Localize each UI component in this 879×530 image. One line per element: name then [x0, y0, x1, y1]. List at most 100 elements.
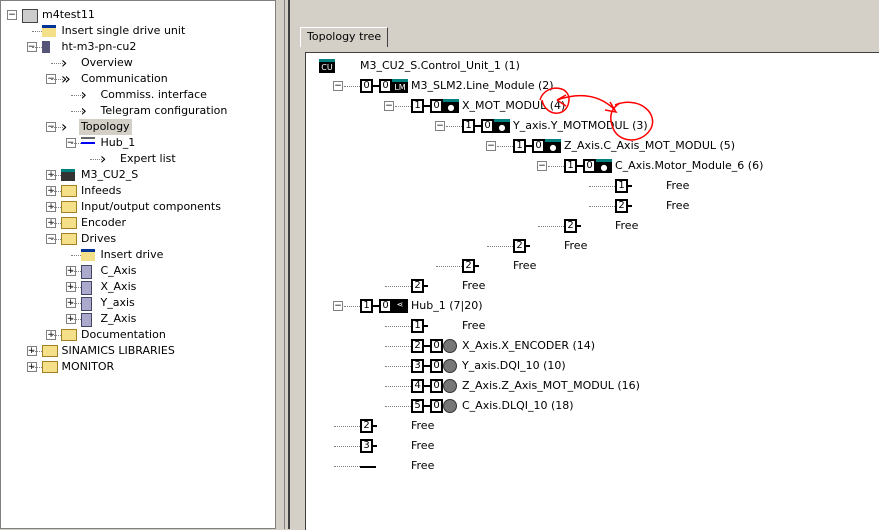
- tree-item-communication[interactable]: −»Communication: [1, 71, 271, 87]
- encoder-icon: [443, 339, 457, 353]
- tab-topology-tree[interactable]: Topology tree: [300, 27, 389, 47]
- tree-connector: [548, 166, 564, 167]
- collapse-icon[interactable]: −: [333, 81, 343, 91]
- port-number: 2: [360, 419, 373, 433]
- port-group: 1: [615, 179, 632, 193]
- port-link-icon: [424, 365, 430, 367]
- collapse-icon[interactable]: −: [7, 10, 17, 20]
- motor-module-icon: ●: [494, 119, 510, 133]
- tree-item-insert-single-drive-unit[interactable]: Insert single drive unit: [1, 23, 271, 39]
- tree-item-label: Telegram configuration: [100, 104, 228, 117]
- insert-icon: [80, 249, 95, 261]
- port-link-icon: [526, 145, 532, 147]
- tree-item-encoder[interactable]: +Encoder: [1, 215, 271, 231]
- tree-connector: [70, 255, 83, 256]
- port-link-icon: [373, 85, 379, 87]
- tree-item-monitor[interactable]: +MONITOR: [1, 359, 271, 375]
- port-number: 0: [430, 359, 443, 373]
- axis-icon: [80, 281, 92, 295]
- tree-item-overview[interactable]: › Overview: [1, 55, 271, 71]
- port-number: 0: [532, 139, 545, 153]
- port-link-icon: [424, 105, 430, 107]
- tree-item-m3-cu2-s[interactable]: +M3_CU2_S: [1, 167, 271, 183]
- tree-item-label: Encoder: [81, 216, 126, 229]
- tree-item-input-output-components[interactable]: +Input/output components: [1, 199, 271, 215]
- tree-item-commiss-interface[interactable]: ›Commiss. interface: [1, 87, 271, 103]
- tree-item-ht-m3-pn-cu2[interactable]: −ht-m3-pn-cu2: [1, 39, 271, 55]
- tree-connector: [31, 351, 44, 352]
- tree-item-telegram-configuration[interactable]: ›Telegram configuration: [1, 103, 271, 119]
- tree-item-topology[interactable]: −›Topology: [1, 119, 271, 135]
- tree-item-sinamics-libraries[interactable]: +SINAMICS LIBRARIES: [1, 343, 271, 359]
- port-stub-icon: [628, 185, 632, 187]
- collapse-icon[interactable]: −: [537, 161, 547, 171]
- tree-item-label: M3_CU2_S: [81, 168, 139, 181]
- port-number: 1: [411, 319, 424, 333]
- splitter[interactable]: [276, 0, 285, 529]
- chevron-icon: ›: [61, 53, 68, 72]
- encoder-icon: [443, 399, 457, 413]
- collapse-icon[interactable]: −: [486, 141, 496, 151]
- tree-connector: [70, 95, 83, 96]
- topology-row[interactable]: Free: [306, 458, 876, 474]
- topology-label: Free: [666, 199, 690, 212]
- tree-item-y-axis[interactable]: +Y_axis: [1, 295, 271, 311]
- topology-label: Z_Axis.C_Axis_MOT_MODUL (5): [564, 139, 736, 152]
- topology-label: Free: [411, 459, 435, 472]
- insert-icon: [41, 25, 56, 37]
- topology-label: Free: [564, 239, 588, 252]
- collapse-icon[interactable]: −: [333, 301, 343, 311]
- tree-connector: [31, 367, 44, 368]
- topology-label: Hub_1 (7|20): [411, 299, 483, 312]
- folder-icon: [61, 201, 77, 213]
- tree-item-m4test11[interactable]: −m4test11: [1, 7, 271, 23]
- tree-connector: [51, 127, 63, 128]
- collapse-icon[interactable]: −: [384, 101, 394, 111]
- folder-icon: [61, 233, 77, 245]
- tree-item-x-axis[interactable]: +X_Axis: [1, 279, 271, 295]
- collapse-icon[interactable]: −: [435, 121, 445, 131]
- tree-item-infeeds[interactable]: +Infeeds: [1, 183, 271, 199]
- axis-icon: [80, 265, 92, 279]
- hub-icon: [80, 137, 95, 144]
- tree-item-label: Overview: [81, 56, 133, 69]
- tree-connector: [497, 146, 513, 147]
- tree-connector: [51, 223, 63, 224]
- port-link-icon: [424, 385, 430, 387]
- port-group: 2: [360, 419, 377, 433]
- tree-connector: [334, 466, 360, 467]
- tree-item-documentation[interactable]: +Documentation: [1, 327, 271, 343]
- tree-item-drives[interactable]: −Drives: [1, 231, 271, 247]
- topology-label: Free: [615, 219, 639, 232]
- tree-item-label: Infeeds: [81, 184, 122, 197]
- tree-item-expert-list[interactable]: ›Expert list: [1, 151, 271, 167]
- tree-item-c-axis[interactable]: +C_Axis: [1, 263, 271, 279]
- port-number: 2: [411, 279, 424, 293]
- tree-item-z-axis[interactable]: +Z_Axis: [1, 311, 271, 327]
- tree-item-insert-drive[interactable]: Insert drive: [1, 247, 271, 263]
- tree-connector: [334, 446, 360, 447]
- tree-item-hub-1[interactable]: −Hub_1: [1, 135, 271, 151]
